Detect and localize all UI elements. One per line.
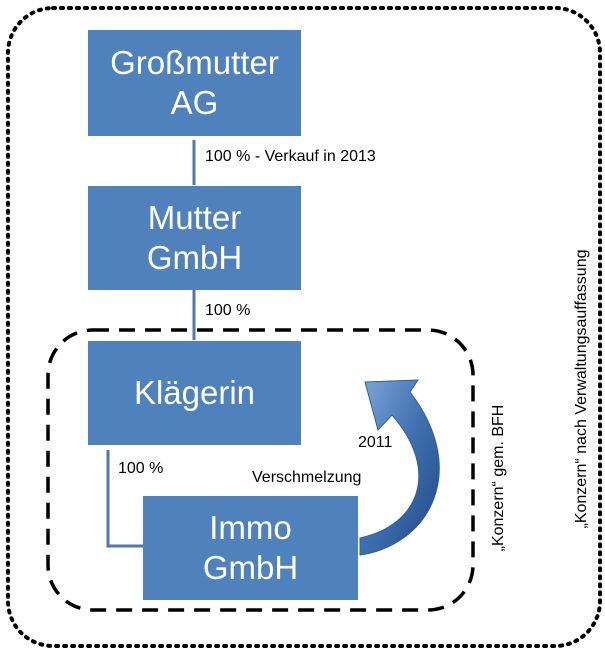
merger-label: Verschmelzung: [252, 469, 362, 486]
edge-label-mutter-klaegerin: 100 %: [205, 302, 251, 319]
edge-label-klaegerin-immo: 100 %: [118, 460, 164, 477]
box-immo-gmbh: Immo GmbH: [143, 496, 358, 600]
edge-klaegerin-immo: [106, 450, 143, 548]
box-klaegerin: Klägerin: [88, 341, 301, 445]
merger-arrow: [359, 379, 440, 556]
box-immo-line2: GmbH: [202, 549, 299, 586]
box-mutter-line1: Mutter: [147, 199, 242, 237]
edge-label-grossmutter-mutter: 100 % - Verkauf in 2013: [205, 148, 376, 165]
merger-year: 2011: [358, 434, 393, 451]
box-immo-line1: Immo: [209, 509, 292, 547]
group-verwaltung-border: [6, 6, 602, 648]
group-bfh-border: [46, 328, 475, 612]
group-label-bfh: „Konzern“ gem. BFH: [490, 404, 507, 552]
box-grossmutter-line2: AG: [170, 84, 219, 121]
box-mutter-line2: GmbH: [146, 239, 243, 276]
box-grossmutter-ag: Großmutter AG: [88, 30, 301, 136]
box-grossmutter-line1: Großmutter: [110, 44, 279, 82]
group-label-verwaltung: „Konzern“ nach Verwaltungsauffassung: [573, 249, 590, 529]
box-klaegerin-line1: Klägerin: [133, 374, 256, 412]
box-mutter-gmbh: Mutter GmbH: [88, 186, 301, 290]
